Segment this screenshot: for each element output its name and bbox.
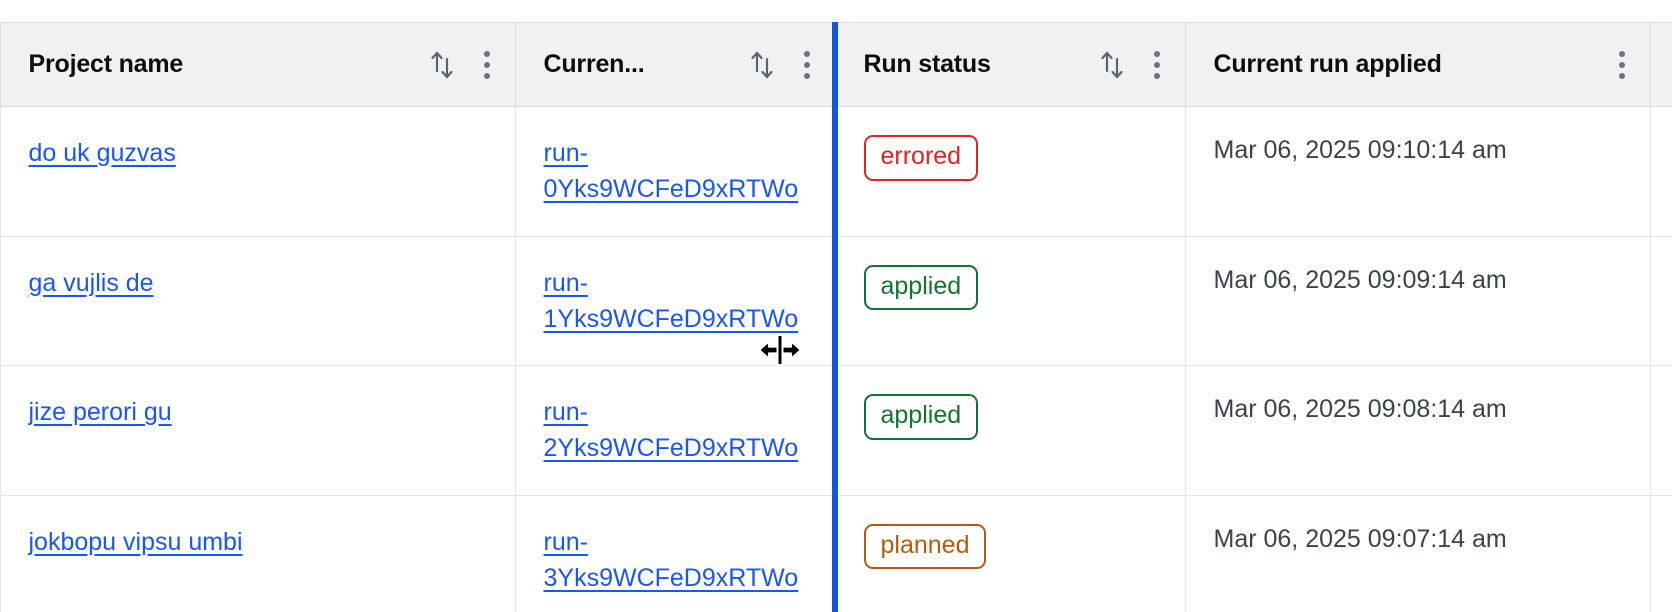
- current-run-link[interactable]: run-0Yks9WCFeD9xRTWo: [543, 139, 799, 204]
- project-name-link[interactable]: jize perori gu: [28, 398, 172, 426]
- kebab-menu-icon[interactable]: [1147, 49, 1167, 81]
- table-body: do uk guzvas run-0Yks9WCFeD9xRTWo errore…: [0, 106, 1672, 612]
- table-row: do uk guzvas run-0Yks9WCFeD9xRTWo errore…: [0, 106, 1672, 237]
- sort-icon[interactable]: [749, 49, 775, 81]
- cell-current-run: run-2Yks9WCFeD9xRTWo: [515, 365, 836, 496]
- projects-table: Project name: [0, 22, 1672, 612]
- current-run-applied-text: Mar 06, 2025 09:08:14 am: [1213, 395, 1507, 423]
- project-name-link[interactable]: ga vujlis de: [28, 268, 154, 297]
- current-run-applied-text: Mar 06, 2025 09:07:14 am: [1213, 524, 1507, 553]
- sort-icon[interactable]: [429, 49, 455, 81]
- cell-partial: e: [1650, 236, 1672, 366]
- kebab-menu-icon[interactable]: [797, 49, 817, 81]
- status-badge: applied: [863, 264, 979, 310]
- cell-partial: e: [1650, 365, 1672, 496]
- table-header-row: Project name: [0, 22, 1672, 107]
- column-header-label-current-run: Curren...: [543, 50, 645, 78]
- cell-current-run-applied: Mar 06, 2025 09:10:14 am: [1185, 106, 1651, 237]
- status-badge: applied: [863, 394, 979, 440]
- cell-partial: e: [1650, 106, 1672, 237]
- column-header-run-status[interactable]: Run status: [835, 22, 1186, 107]
- cell-run-status: errored: [835, 106, 1186, 237]
- cell-current-run: run-0Yks9WCFeD9xRTWo: [515, 106, 836, 237]
- current-run-link[interactable]: run-1Yks9WCFeD9xRTWo: [543, 268, 799, 333]
- column-header-current-run-applied[interactable]: Current run applied: [1185, 22, 1651, 107]
- table-header: Project name: [0, 22, 1672, 107]
- column-header-current-run[interactable]: Curren...: [515, 22, 836, 107]
- cell-project-name: jokbopu vipsu umbi: [0, 495, 516, 612]
- cell-run-status: planned: [835, 495, 1186, 612]
- sort-icon[interactable]: [1099, 49, 1125, 81]
- column-header-label-current-run-applied: Current run applied: [1213, 50, 1442, 78]
- current-run-applied-text: Mar 06, 2025 09:10:14 am: [1213, 136, 1507, 164]
- column-header-label-project-name: Project name: [28, 50, 184, 78]
- cell-run-status: applied: [835, 236, 1186, 366]
- column-header-label-run-status: Run status: [863, 50, 991, 78]
- table-row: jize perori gu run-2Yks9WCFeD9xRTWo appl…: [0, 365, 1672, 496]
- cell-current-run-applied: Mar 06, 2025 09:07:14 am: [1185, 495, 1651, 612]
- current-run-link[interactable]: run-3Yks9WCFeD9xRTWo: [543, 527, 799, 592]
- cell-run-status: applied: [835, 365, 1186, 496]
- current-run-applied-text: Mar 06, 2025 09:09:14 am: [1213, 265, 1507, 294]
- table-row: jokbopu vipsu umbi run-3Yks9WCFeD9xRTWo …: [0, 495, 1672, 612]
- cell-current-run: run-3Yks9WCFeD9xRTWo: [515, 495, 836, 612]
- kebab-menu-icon[interactable]: [477, 49, 497, 81]
- kebab-menu-icon[interactable]: [1612, 49, 1632, 81]
- project-name-link[interactable]: do uk guzvas: [28, 139, 176, 167]
- column-header-partial[interactable]: V: [1650, 22, 1672, 107]
- status-badge: planned: [863, 523, 987, 569]
- project-name-link[interactable]: jokbopu vipsu umbi: [28, 527, 243, 556]
- cell-project-name: do uk guzvas: [0, 106, 516, 237]
- cell-project-name: ga vujlis de: [0, 236, 516, 366]
- cell-project-name: jize perori gu: [0, 365, 516, 496]
- table-row: ga vujlis de run-1Yks9WCFeD9xRTWo applie…: [0, 236, 1672, 366]
- cell-partial: e: [1650, 495, 1672, 612]
- cell-current-run-applied: Mar 06, 2025 09:08:14 am: [1185, 365, 1651, 496]
- current-run-link[interactable]: run-2Yks9WCFeD9xRTWo: [543, 398, 799, 463]
- status-badge: errored: [863, 135, 979, 181]
- column-header-project-name[interactable]: Project name: [0, 22, 516, 107]
- cell-current-run: run-1Yks9WCFeD9xRTWo: [515, 236, 836, 366]
- cell-current-run-applied: Mar 06, 2025 09:09:14 am: [1185, 236, 1651, 366]
